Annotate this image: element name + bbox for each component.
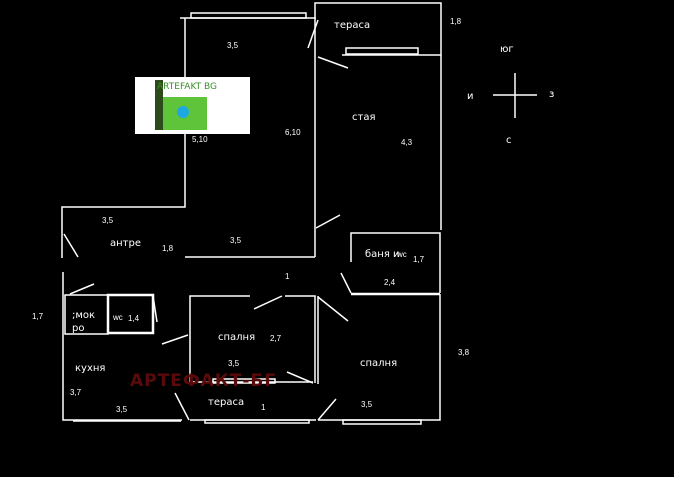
compass-east: з (549, 89, 554, 100)
room-label-bath-wc: wc (396, 250, 407, 259)
room-label-wet-2: ро (72, 323, 84, 334)
room-label-bath: баня и (365, 249, 400, 260)
dim-label: 3,5 (361, 400, 373, 409)
logo-text: ARTEFAKT BG (157, 82, 217, 92)
dim-label: 1 (285, 272, 290, 281)
dim-label: 2,7 (270, 334, 282, 343)
room-label-terrace-top: тераса (334, 20, 370, 31)
room-labels: тераса стая антре баня и wc ;мок ро wc к… (72, 20, 407, 408)
artefakt-logo: ARTEFAKT BG (135, 77, 250, 134)
room-label-terrace-bottom: тераса (208, 397, 244, 408)
dim-label: 6,10 (285, 128, 301, 137)
room-label-kitchen: кухня (75, 363, 105, 374)
dim-label: 4,3 (401, 138, 413, 147)
compass: юг и з с (467, 44, 554, 146)
dim-label: 1,7 (32, 312, 44, 321)
room-label-entrance: антре (110, 238, 141, 249)
dim-label: 1,4 (128, 314, 140, 323)
room-label-bedroom-1: спалня (218, 332, 255, 343)
dim-label: 1,8 (450, 17, 462, 26)
walls (61, 2, 442, 425)
room-label-bedroom-2: спалня (360, 358, 397, 369)
dim-label: 5,10 (192, 135, 208, 144)
room-label-wet: ;мок (72, 310, 95, 321)
dim-label: 3,7 (70, 388, 82, 397)
dim-label: 1 (261, 403, 266, 412)
dimension-labels: 3,5 1,8 5,10 6,10 4,3 3,5 1,8 3,5 1,7 2,… (32, 17, 470, 414)
dim-label: 3,5 (116, 405, 128, 414)
dim-label: 1,7 (413, 255, 425, 264)
dim-label: 3,5 (102, 216, 114, 225)
dim-label: 3,5 (228, 359, 240, 368)
compass-west: и (467, 91, 474, 102)
dim-label: 1,8 (162, 244, 174, 253)
dim-label: 3,5 (227, 41, 239, 50)
logo-drop-icon (177, 106, 189, 118)
room-label-room: стая (352, 112, 375, 123)
compass-north: юг (500, 44, 514, 55)
watermark: АРТЕФАКТ-БГ (130, 371, 276, 391)
compass-south: с (506, 135, 512, 146)
dim-label: 3,5 (230, 236, 242, 245)
dim-label: 3,8 (458, 348, 470, 357)
room-label-wc: wc (112, 313, 123, 322)
dim-label: 2,4 (384, 278, 396, 287)
logo-bar (155, 80, 163, 130)
